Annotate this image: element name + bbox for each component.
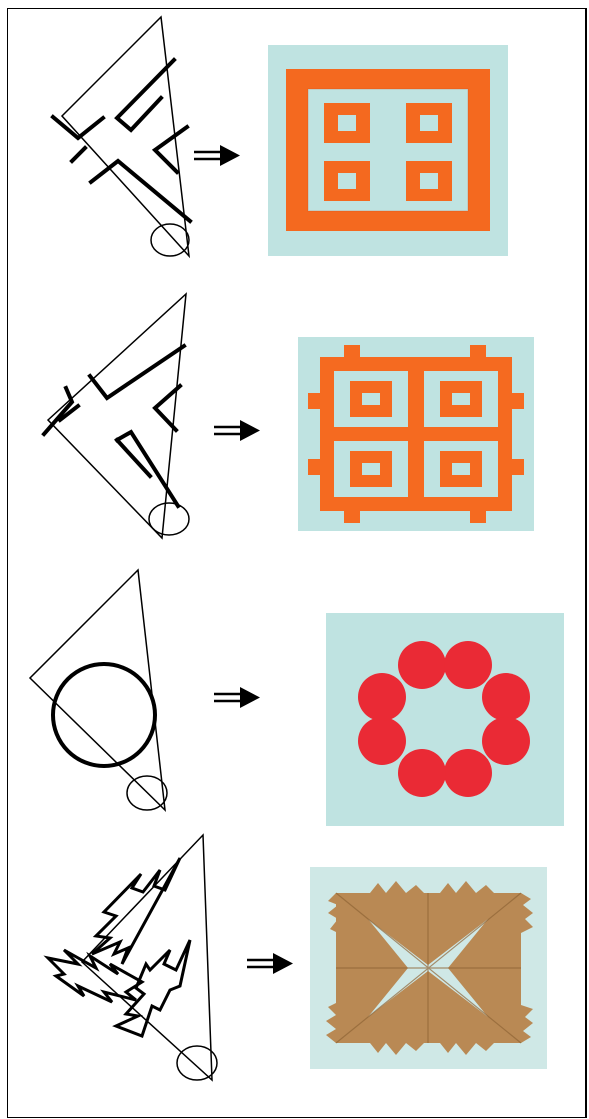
fold-diagram-4 <box>0 830 260 1119</box>
row-4 <box>0 830 589 1119</box>
double-arrow-icon <box>243 948 303 982</box>
cut-paper-photo-2 <box>298 337 534 531</box>
fold-center-ellipse <box>149 503 189 535</box>
fold-triangle-outline <box>30 570 165 810</box>
double-arrow-icon <box>210 682 270 716</box>
cut-paper-photo-1 <box>268 45 508 256</box>
fold-center-ellipse <box>151 224 189 256</box>
double-arrow-icon <box>190 140 250 174</box>
cut-line-left-z <box>53 117 103 138</box>
cut-line-left-tree <box>48 950 142 1002</box>
row-3 <box>0 560 589 830</box>
cut-paper-photo-4 <box>310 867 547 1069</box>
cut-line-left-z-2 <box>72 148 85 161</box>
cut-paper-photo-3 <box>326 613 564 826</box>
row-2 <box>0 280 589 560</box>
fold-triangle-outline <box>82 835 212 1080</box>
cut-line-upper-hook <box>117 60 174 130</box>
cut-line-lower-hook-2 <box>117 440 150 476</box>
row-1 <box>0 0 589 280</box>
cut-line-middle-v <box>155 127 187 172</box>
cut-line-top <box>90 346 184 398</box>
double-arrow-icon <box>210 415 270 449</box>
